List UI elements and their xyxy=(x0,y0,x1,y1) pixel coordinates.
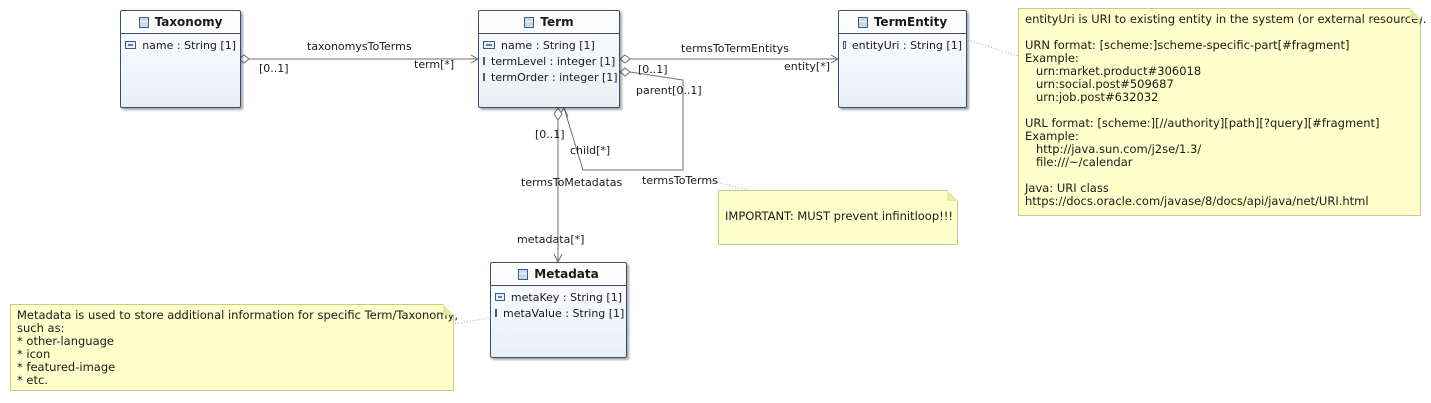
attribute-label: name : String [1] xyxy=(142,38,236,52)
attribute-row[interactable]: entityUri : String [1] xyxy=(843,37,962,53)
attribute-label: name : String [1] xyxy=(501,38,595,52)
attribute-icon xyxy=(483,73,485,81)
taxonomy-class[interactable]: Taxonomy name : String [1] xyxy=(120,10,241,108)
attribute-row[interactable]: metaKey : String [1] xyxy=(495,289,622,305)
metadata-note-connector xyxy=(451,317,491,325)
loop-note-connector xyxy=(699,177,749,191)
attribute-row[interactable]: termOrder : integer [1] xyxy=(483,69,618,85)
attribute-icon xyxy=(843,41,846,49)
attribute-icon xyxy=(495,309,497,317)
taxonomys-to-terms-target-role: term[*] xyxy=(414,58,455,71)
attribute-row[interactable]: metaValue : String [1] xyxy=(495,305,625,321)
terms-to-termentitys-target-role: entity[*] xyxy=(784,60,831,73)
class-icon xyxy=(857,16,868,28)
terms-to-terms-name[interactable]: termsToTerms xyxy=(642,174,718,187)
terms-to-terms-line xyxy=(563,71,684,171)
metadata-note[interactable]: Metadata is used to store additional inf… xyxy=(10,304,458,391)
uri-note[interactable]: entityUri is URI to existing entity in t… xyxy=(1018,8,1426,216)
terms-to-metadatas-target-role: metadata[*] xyxy=(517,233,585,246)
attribute-label: entityUri : String [1] xyxy=(851,38,962,52)
attribute-label: termLevel : integer [1] xyxy=(491,54,616,68)
attribute-icon xyxy=(483,41,495,49)
attribute-icon xyxy=(483,57,485,65)
term-class[interactable]: Term name : String [1] termLevel : integ… xyxy=(478,10,620,108)
terms-to-metadatas-source-multiplicity: [0..1] xyxy=(535,128,565,141)
attribute-label: termOrder : integer [1] xyxy=(491,70,618,84)
terms-to-metadatas-diamond xyxy=(553,107,563,121)
taxonomy-class-header: Taxonomy xyxy=(121,11,240,34)
term-class-header: Term xyxy=(479,11,619,34)
attribute-label: metaKey : String [1] xyxy=(510,290,622,304)
termentity-class[interactable]: TermEntity entityUri : String [1] xyxy=(838,10,967,108)
loop-note[interactable]: IMPORTANT: MUST prevent infinitloop!!! xyxy=(718,190,958,245)
terms-to-metadatas-name[interactable]: termsToMetadatas xyxy=(521,176,623,189)
uri-note-connector xyxy=(967,39,1019,57)
taxonomys-to-terms-diamond xyxy=(238,54,250,64)
attribute-icon xyxy=(495,293,505,301)
class-icon xyxy=(518,268,529,280)
taxonomys-to-terms-name[interactable]: taxonomysToTerms xyxy=(307,40,412,53)
attribute-row[interactable]: termLevel : integer [1] xyxy=(483,53,615,69)
attribute-row[interactable]: name : String [1] xyxy=(483,37,615,53)
metadata-class-header: Metadata xyxy=(491,263,626,286)
terms-to-termentitys-diamond xyxy=(619,54,631,64)
attribute-label: metaValue : String [1] xyxy=(503,306,625,320)
class-icon xyxy=(524,16,535,28)
attribute-row[interactable]: name : String [1] xyxy=(125,37,236,53)
metadata-class-name: Metadata xyxy=(534,267,599,281)
attribute-icon xyxy=(125,41,137,49)
terms-to-terms-parent-role: parent[0..1] xyxy=(636,84,702,97)
taxonomy-class-name: Taxonomy xyxy=(154,15,223,29)
termentity-class-header: TermEntity xyxy=(839,11,966,34)
class-icon xyxy=(138,16,149,28)
termentity-class-name: TermEntity xyxy=(873,15,948,29)
term-class-name: Term xyxy=(540,15,574,29)
terms-to-termentitys-name[interactable]: termsToTermEntitys xyxy=(681,42,789,55)
terms-to-termentitys-source-multiplicity: [0..1] xyxy=(638,63,668,76)
taxonomys-to-terms-source-multiplicity: [0..1] xyxy=(259,62,289,75)
terms-to-terms-child-role: child[*] xyxy=(570,144,611,157)
metadata-class[interactable]: Metadata metaKey : String [1] metaValue … xyxy=(490,262,627,358)
terms-to-terms-diamond xyxy=(619,67,631,77)
